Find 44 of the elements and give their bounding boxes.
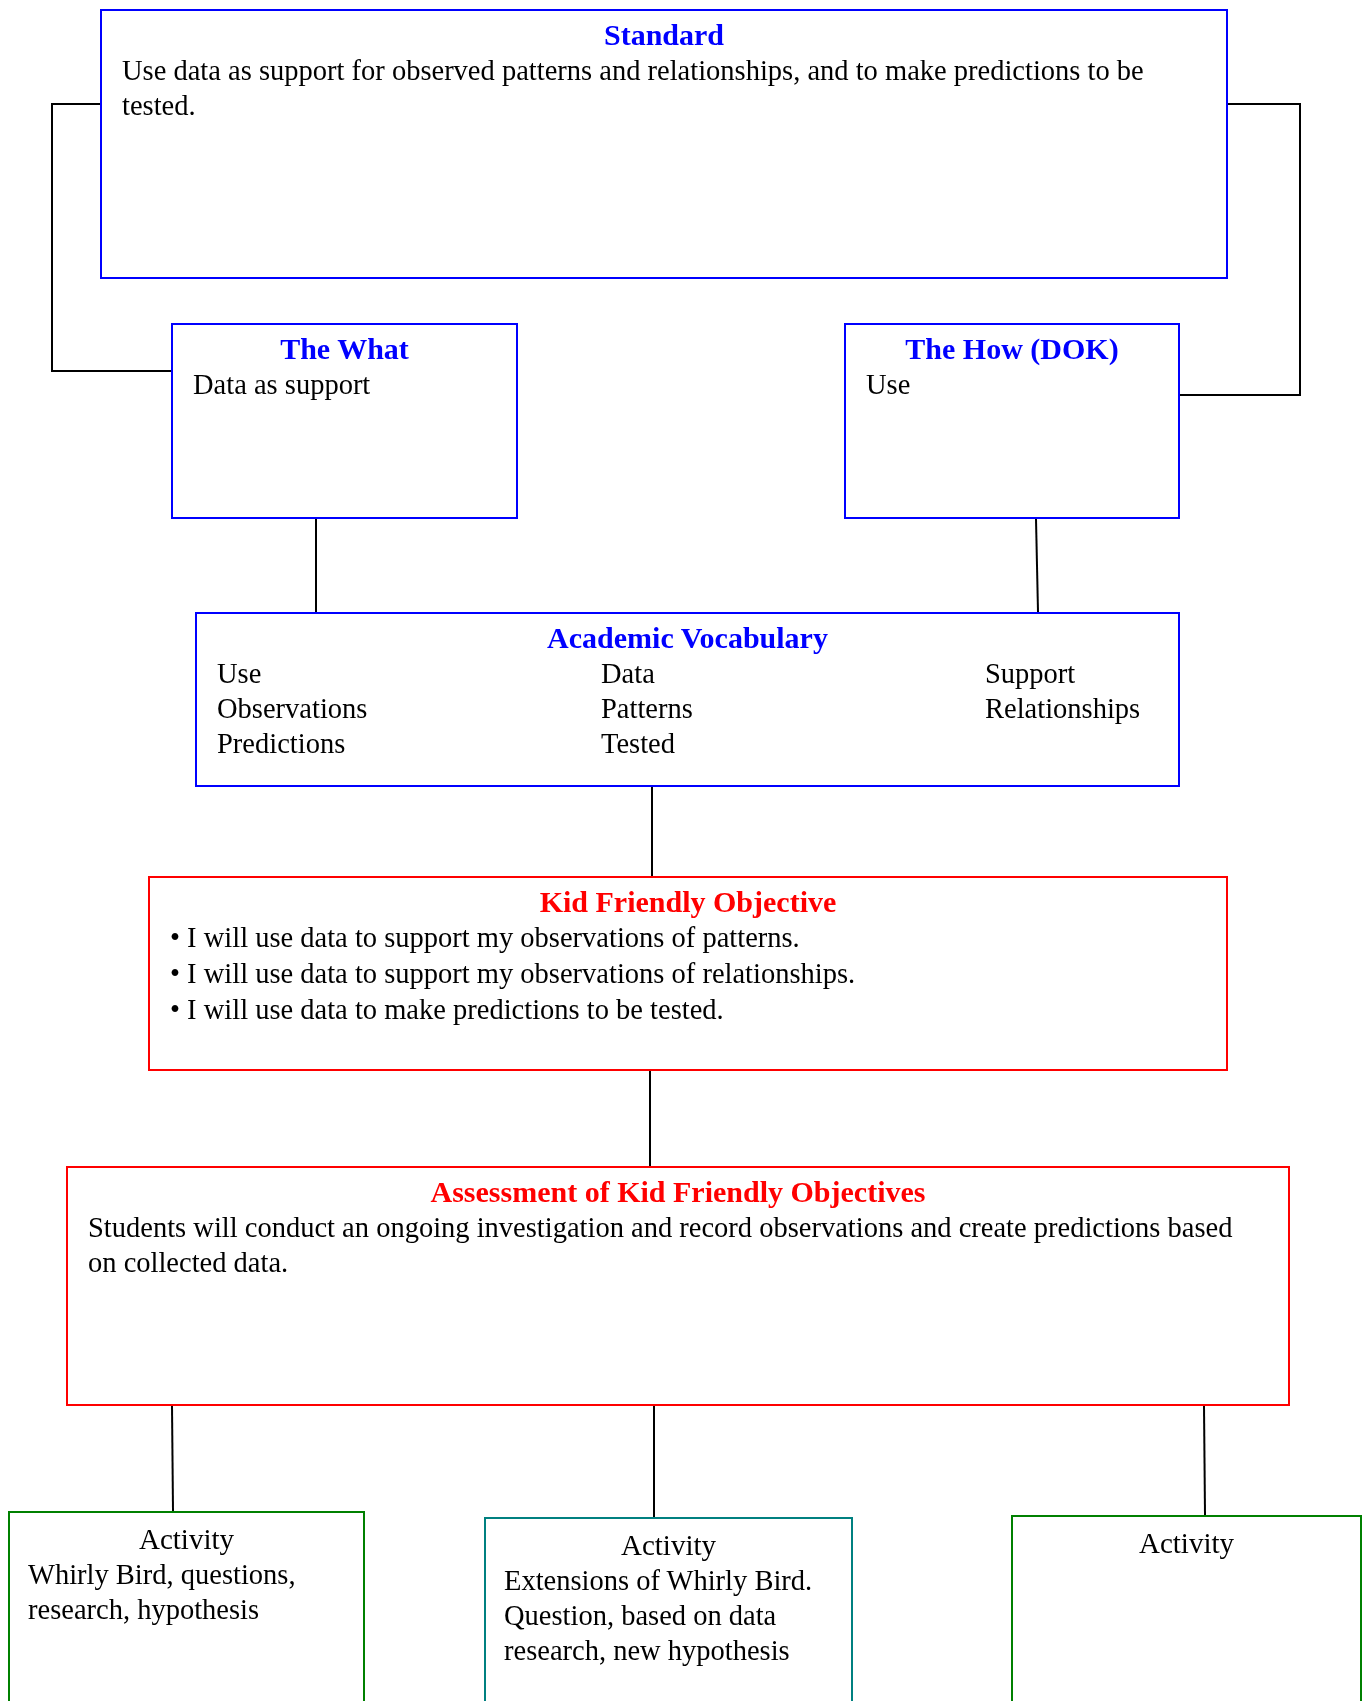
how-box — [844, 323, 1180, 519]
connector-line — [51, 103, 172, 372]
activity-box — [1011, 1515, 1362, 1701]
assessment-box — [66, 1166, 1290, 1406]
activity-box — [484, 1517, 853, 1701]
box-heading: Standard — [602, 17, 725, 53]
connector-line — [315, 518, 317, 613]
box-heading: Academic Vocabulary — [546, 620, 829, 656]
connector-line — [651, 786, 653, 877]
bullet-item: • I will use data to make predictions to be tested. — [170, 993, 725, 1027]
vocabulary-word: Observations — [217, 692, 369, 726]
box-heading: Activity — [1137, 1526, 1235, 1561]
vocabulary-word: Predictions — [217, 727, 347, 761]
vocabulary-word: Patterns — [601, 692, 694, 726]
box-heading: The What — [279, 331, 410, 367]
vocabulary-word: Use — [217, 657, 263, 691]
box-heading: The How (DOK) — [904, 331, 1120, 367]
box-heading: Activity — [619, 1528, 717, 1563]
box-heading: Assessment of Kid Friendly Objectives — [429, 1174, 927, 1210]
standard-box — [100, 9, 1228, 279]
objective-box — [148, 876, 1228, 1071]
what-box — [171, 323, 518, 519]
vocabulary-word: Relationships — [985, 692, 1142, 726]
vocabulary-word: Tested — [601, 727, 676, 761]
connector-line — [1203, 1405, 1206, 1516]
vocabulary-box — [195, 612, 1180, 787]
bullet-item: • I will use data to support my observations of patterns. — [170, 921, 801, 955]
box-heading: Activity — [137, 1522, 235, 1557]
body-text: Extensions of Whirly Bird. Question, based on data research, new hypothesis — [504, 1564, 814, 1668]
vocabulary-word: Support — [985, 657, 1077, 691]
connector-line — [171, 1405, 174, 1512]
box-heading: Kid Friendly Objective — [538, 884, 838, 920]
vocabulary-word: Data — [601, 657, 656, 691]
activity-box — [8, 1511, 365, 1701]
connector-line — [653, 1405, 655, 1518]
bullet-item: • I will use data to support my observations of relationships. — [170, 957, 857, 991]
body-text: Use data as support for observed patterns and relationships, and to make predictions to be tested. — [122, 54, 1145, 123]
body-text: Data as support — [193, 368, 372, 402]
connector-line — [649, 1070, 651, 1167]
body-text: Use — [866, 368, 912, 402]
body-text: Whirly Bird, questions, research, hypothesis — [28, 1558, 297, 1627]
connector-line — [1179, 103, 1301, 396]
body-text: Students will conduct an ongoing investigation and record observations and create predictions based on collected data. — [88, 1211, 1234, 1280]
connector-line — [1035, 518, 1039, 613]
